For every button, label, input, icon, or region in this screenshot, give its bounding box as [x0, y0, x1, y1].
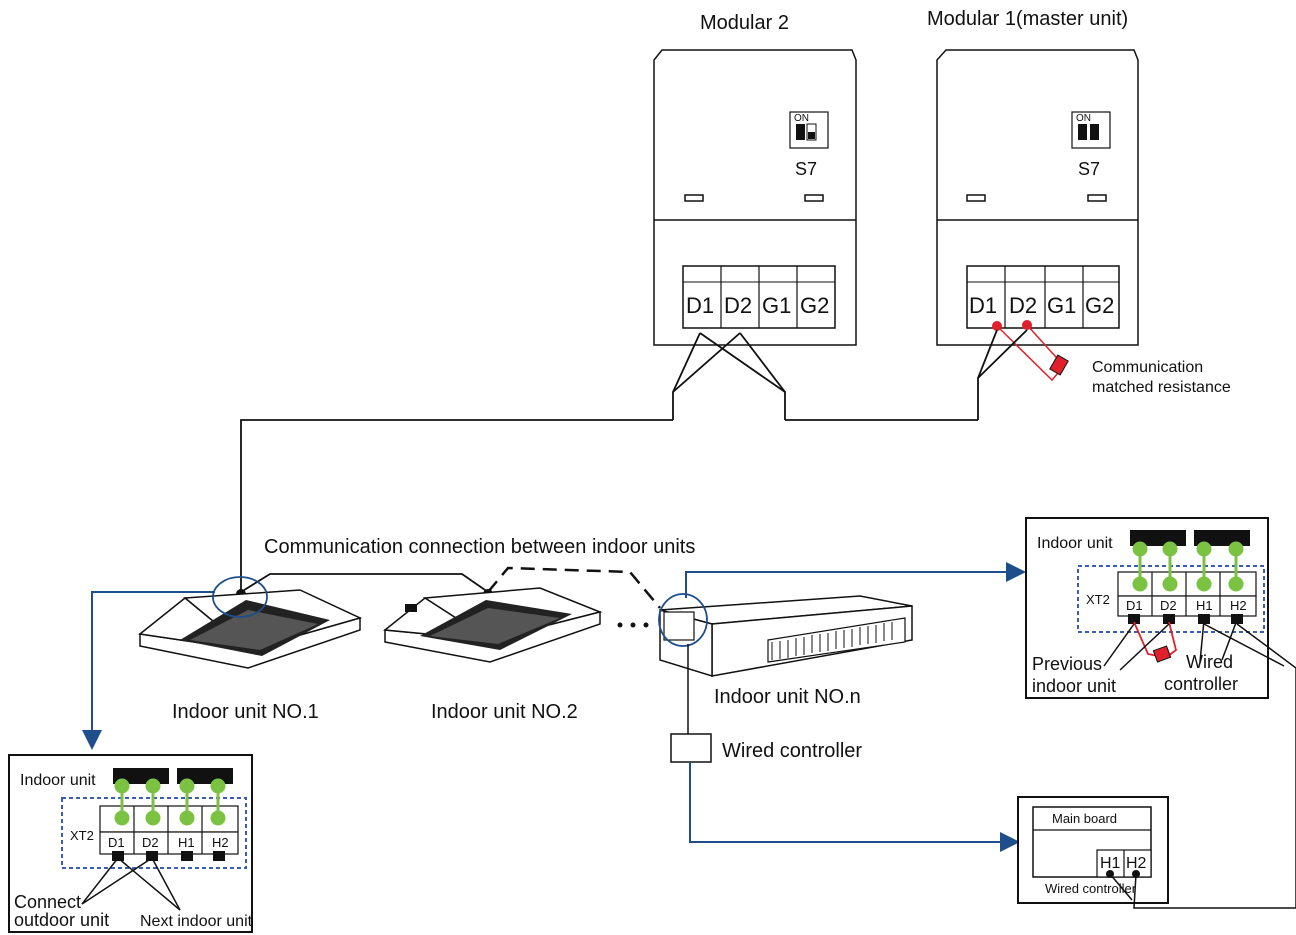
detail-indoor-unit-left: Indoor unit XT2 D1 D2 H1 H2 — [8, 754, 253, 933]
detail-left-title: Indoor unit — [20, 772, 96, 789]
wired-controller: Wired controller — [670, 644, 862, 763]
controller-terminal-h2: H2 — [1126, 855, 1147, 872]
callout-arrows — [82, 562, 1026, 852]
wired-controller-board: Main board H1 H2 Wired controller — [1017, 796, 1169, 904]
switch-s7-label: S7 — [795, 159, 817, 179]
indoor-communication-label: Communication connection between indoor … — [264, 536, 695, 558]
terminal-d1: D1 — [686, 293, 714, 318]
detail-right-wired-line2: controller — [1164, 674, 1238, 694]
controller-board-caption: Wired controller — [1045, 881, 1137, 896]
indoor-communication-wire — [240, 566, 661, 609]
wired-controller-label: Wired controller — [722, 740, 862, 762]
indoor-unit-2-label: Indoor unit NO.2 — [431, 701, 578, 723]
detail-right-terminal-h1: H1 — [1196, 598, 1213, 613]
detail-right-xt2: XT2 — [1086, 592, 1110, 607]
detail-left-connect-line2: outdoor unit — [14, 910, 109, 930]
terminal-block-modular-2: D1 D2 G1 G2 — [682, 265, 836, 329]
controller-link-wires — [1109, 623, 1296, 909]
modular-2-unit: Modular 2 ON S7 D1 D2 G1 G2 — [653, 12, 857, 346]
modular-1-title: Modular 1(master unit) — [927, 8, 1128, 30]
dip-switch-s7-modular-2: ON S7 — [789, 111, 829, 179]
modular-1-unit: Modular 1(master unit) ON S7 D1 D2 G1 G2 — [927, 8, 1231, 396]
indoor-unit-2-cassette: Indoor unit NO.2 — [383, 587, 603, 723]
detail-left-terminal-d1: D1 — [108, 835, 125, 850]
switch-on-label: ON — [1076, 113, 1091, 124]
indoor-unit-n-label: Indoor unit NO.n — [714, 686, 861, 708]
terminal-block-modular-1: D1 D2 G1 G2 — [966, 265, 1120, 329]
detail-right-terminal-h2: H2 — [1230, 598, 1247, 613]
detail-right-wired-line1: Wired — [1186, 652, 1233, 672]
detail-left-connect-line1: Connect — [14, 892, 81, 912]
terminal-d1: D1 — [969, 293, 997, 318]
detail-right-previous-line2: indoor unit — [1032, 676, 1116, 696]
indoor-unit-n-duct: Indoor unit NO.n — [658, 593, 913, 708]
indoor-unit-1-cassette: Indoor unit NO.1 — [138, 576, 363, 723]
outdoor-bus-wires — [240, 329, 1028, 592]
terminal-d2: D2 — [724, 293, 752, 318]
dip-switch-s7-modular-1: ON S7 — [1071, 111, 1111, 179]
detail-right-previous-line1: Previous — [1032, 654, 1102, 674]
terminal-g1: G1 — [762, 293, 791, 318]
terminal-d2: D2 — [1009, 293, 1037, 318]
detail-left-next-indoor: Next indoor unit — [140, 913, 253, 930]
resistance-label-line1: Communication — [1092, 359, 1203, 376]
switch-s7-label: S7 — [1078, 159, 1100, 179]
detail-right-terminal-d2: D2 — [1160, 598, 1177, 613]
switch-on-label: ON — [794, 113, 809, 124]
detail-right-title: Indoor unit — [1037, 535, 1113, 552]
detail-left-terminal-d2: D2 — [142, 835, 159, 850]
terminal-g2: G2 — [800, 293, 829, 318]
detail-indoor-unit-right: Indoor unit XT2 D1 D2 H1 H2 — [1025, 517, 1269, 699]
detail-right-terminal-d1: D1 — [1126, 598, 1143, 613]
modular-2-title: Modular 2 — [700, 12, 789, 34]
controller-terminal-h1: H1 — [1100, 855, 1121, 872]
resistance-label-line2: matched resistance — [1092, 379, 1231, 396]
detail-left-terminal-h1: H1 — [178, 835, 195, 850]
communication-matched-resistance: Communication matched resistance — [992, 320, 1231, 396]
detail-left-terminal-h2: H2 — [212, 835, 229, 850]
terminal-g1: G1 — [1047, 293, 1076, 318]
more-units-ellipsis — [617, 622, 649, 628]
indoor-unit-1-label: Indoor unit NO.1 — [172, 701, 319, 723]
main-board-label: Main board — [1052, 811, 1117, 826]
terminal-g2: G2 — [1085, 293, 1114, 318]
detail-left-xt2: XT2 — [70, 828, 94, 843]
